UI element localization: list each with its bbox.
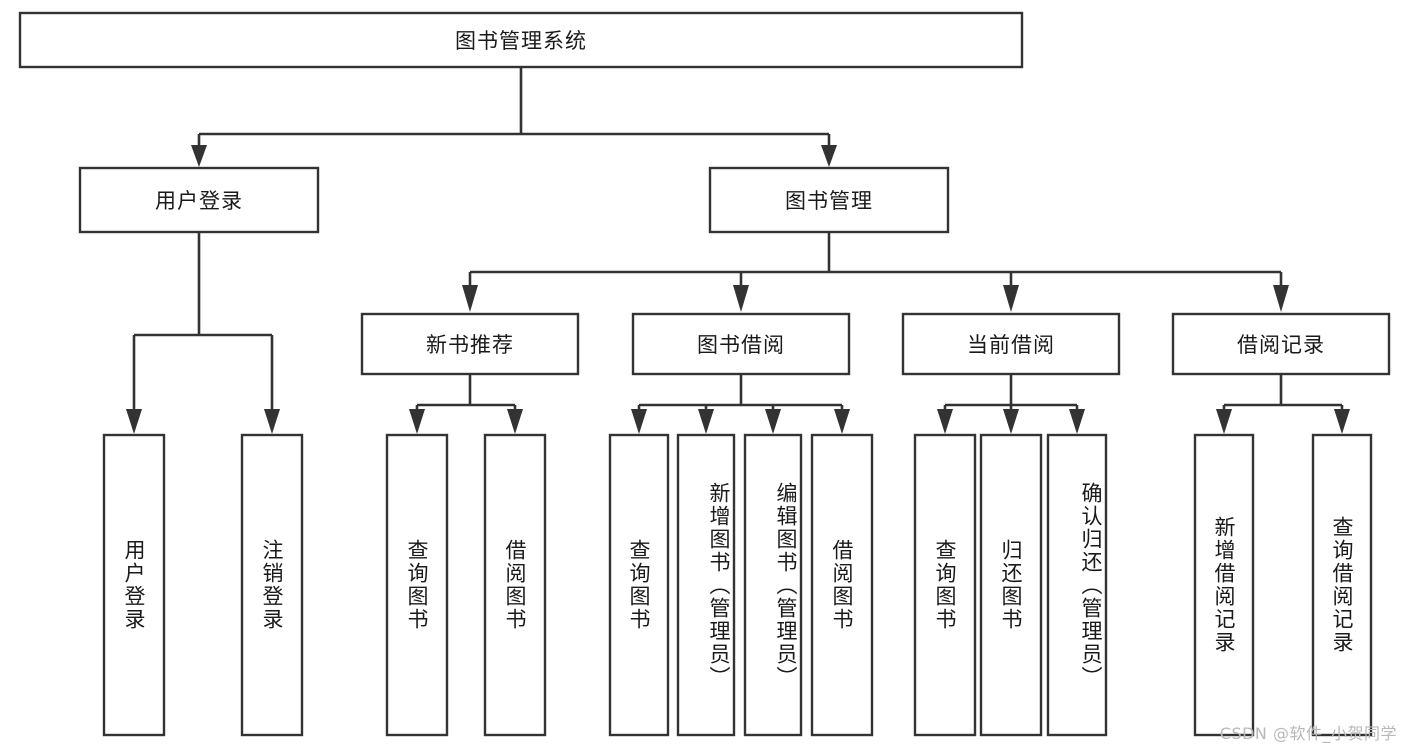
node-box-root[interactable]	[18, 11, 1024, 69]
node-box-leaf-query-book-recommend[interactable]	[385, 433, 449, 737]
node-box-book-borrow[interactable]	[631, 312, 851, 376]
arrow-head-book-borrow	[733, 285, 749, 312]
node-boxes	[18, 11, 1391, 737]
arrow-head-borrow-record	[1273, 285, 1289, 312]
arrow-head-book-management	[821, 145, 837, 167]
arrow-head-leaf-user-logout	[264, 409, 280, 434]
arrow-head-leaf-add-borrow-record	[1216, 409, 1232, 434]
arrow-head-leaf-add-book-admin	[698, 409, 714, 434]
node-box-leaf-confirm-return-admin[interactable]	[1046, 433, 1108, 737]
arrow-head-leaf-query-book-current	[937, 409, 953, 434]
arrow-head-leaf-query-book-borrow	[631, 409, 647, 434]
node-box-new-book-recommend[interactable]	[360, 312, 580, 376]
node-box-leaf-user-login[interactable]	[102, 433, 166, 737]
arrow-head-leaf-confirm-return-admin	[1069, 409, 1085, 434]
node-box-borrow-record[interactable]	[1171, 312, 1391, 376]
node-box-book-management[interactable]	[708, 166, 950, 234]
node-box-leaf-borrow-book-recommend[interactable]	[483, 433, 547, 737]
arrow-head-leaf-edit-book-admin	[765, 409, 781, 434]
node-box-leaf-query-book-current[interactable]	[913, 433, 977, 737]
connectors	[126, 67, 1350, 434]
node-box-leaf-edit-book-admin[interactable]	[743, 433, 803, 737]
node-box-leaf-return-book[interactable]	[979, 433, 1043, 737]
node-box-user-login[interactable]	[78, 166, 320, 234]
node-box-leaf-add-book-admin[interactable]	[676, 433, 736, 737]
arrow-head-current-borrow	[1003, 285, 1019, 312]
node-box-leaf-borrow-book[interactable]	[810, 433, 874, 737]
arrow-head-leaf-return-book	[1003, 409, 1019, 434]
arrow-head-leaf-query-book-recommend	[409, 409, 425, 434]
node-box-leaf-query-borrow-record[interactable]	[1311, 433, 1373, 737]
arrow-head-leaf-borrow-book	[834, 409, 850, 434]
node-box-leaf-query-book-borrow[interactable]	[608, 433, 670, 737]
arrow-head-leaf-user-login	[126, 409, 142, 434]
node-box-leaf-user-logout[interactable]	[240, 433, 304, 737]
arrow-head-leaf-query-borrow-record	[1334, 409, 1350, 434]
arrow-head-leaf-borrow-book-recommend	[507, 409, 523, 434]
arrow-head-new-book-recommend	[462, 285, 478, 312]
arrow-head-user-login	[191, 145, 207, 167]
node-box-current-borrow[interactable]	[901, 312, 1121, 376]
watermark-text: CSDN @软件_小贺同学	[1219, 724, 1397, 743]
node-box-leaf-add-borrow-record[interactable]	[1193, 433, 1255, 737]
